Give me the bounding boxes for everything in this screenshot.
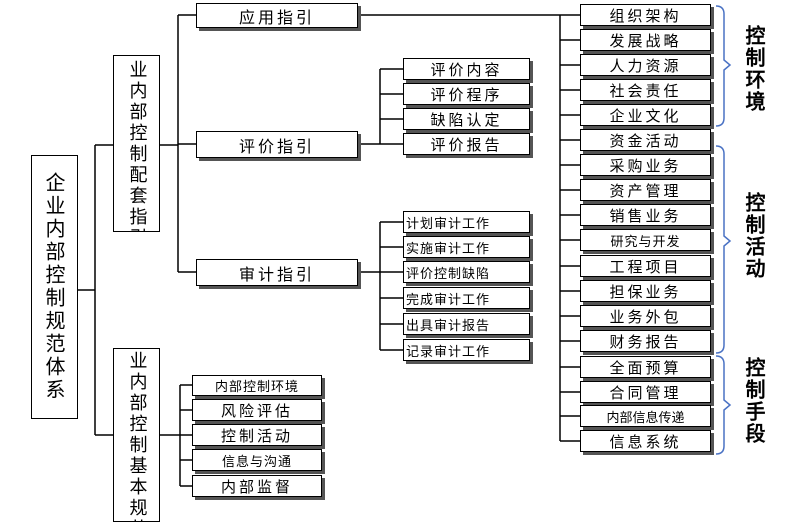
supporting-guidelines-node: 企业内部控制配套指引 [113,55,160,232]
application-item: 担保业务 [580,280,711,302]
application-item: 人力资源 [580,54,711,76]
application-item: 合同管理 [580,381,711,403]
basic-standard-node: 企业内部控制基本规范 [113,348,160,522]
application-item: 企业文化 [580,104,711,126]
audit-guidelines-node: 审计指引 [196,259,358,286]
audit-item: 实施审计工作 [403,236,530,258]
application-item: 信息系统 [580,430,711,452]
basic-standard-item: 控制活动 [192,424,322,446]
application-item: 采购业务 [580,154,711,176]
audit-item: 完成审计工作 [403,287,530,309]
application-item: 组织架构 [580,4,711,26]
application-item: 研究与开发 [580,229,711,251]
application-item: 工程项目 [580,255,711,277]
audit-item: 出具审计报告 [403,313,530,335]
group-label-control-activities: 控制活动 [742,192,766,280]
application-item: 业务外包 [580,305,711,327]
basic-standard-item: 内部监督 [192,475,322,497]
application-item: 社会责任 [580,79,711,101]
evaluation-item: 缺陷认定 [403,108,530,130]
application-item: 销售业务 [580,204,711,226]
application-item: 资金活动 [580,129,711,151]
application-item: 发展战略 [580,29,711,51]
audit-item: 计划审计工作 [403,211,530,233]
evaluation-item: 评价报告 [403,133,530,155]
basic-standard-item: 信息与沟通 [192,449,322,471]
audit-item: 记录审计工作 [403,339,530,361]
application-item: 资产管理 [580,179,711,201]
application-item: 全面预算 [580,356,711,378]
evaluation-guidelines-node: 评价指引 [196,131,358,158]
application-item: 内部信息传递 [580,405,711,427]
group-label-control-means: 控制手段 [742,357,766,445]
evaluation-item: 评价程序 [403,83,530,105]
application-item: 财务报告 [580,330,711,352]
root-node: 企业内部控制规范体系 [31,155,78,419]
evaluation-item: 评价内容 [403,58,530,80]
basic-standard-item: 风险评估 [192,399,322,421]
basic-standard-item: 内部控制环境 [192,375,322,396]
group-label-control-environment: 控制环境 [742,25,766,113]
audit-item: 评价控制缺陷 [403,261,530,283]
application-guidelines-node: 应用指引 [196,3,358,28]
